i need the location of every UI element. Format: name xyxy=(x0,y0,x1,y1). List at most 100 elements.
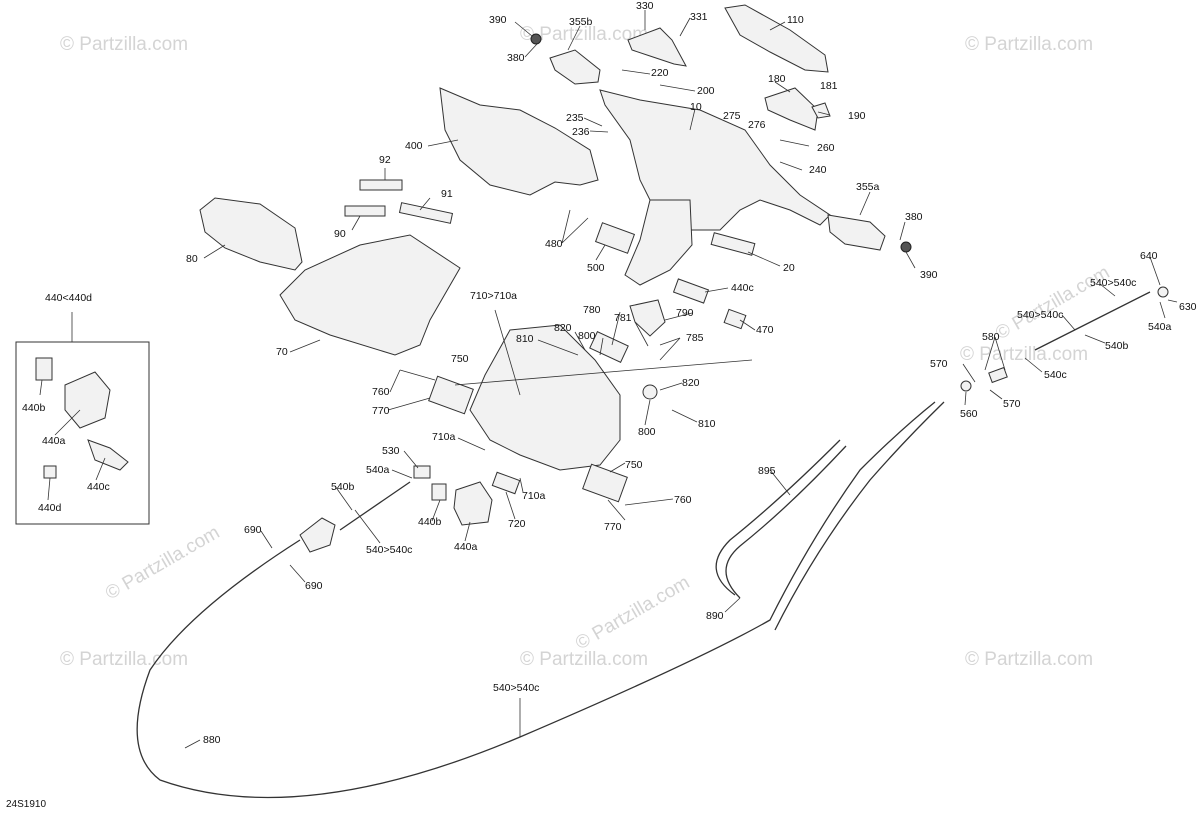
part-drawings xyxy=(15,4,1169,553)
leader-lines xyxy=(39,10,1178,749)
part-330 xyxy=(627,27,687,67)
callout: 800 xyxy=(638,426,656,438)
part-440c-inset xyxy=(87,439,129,471)
watermark: © Partzilla.com xyxy=(572,572,693,654)
callout: 820 xyxy=(682,377,700,389)
callout: 770 xyxy=(604,521,622,533)
callout: 470 xyxy=(756,324,774,336)
callout: 236 xyxy=(572,126,590,138)
watermark-layer: © Partzilla.com © Partzilla.com © Partzi… xyxy=(60,24,1113,670)
part-720 xyxy=(491,471,521,495)
part-750-left xyxy=(428,375,474,415)
callout: 710a xyxy=(432,431,456,443)
callout: 785 xyxy=(686,332,704,344)
part-355b xyxy=(549,49,601,85)
callout: 400 xyxy=(405,140,423,152)
part-580 xyxy=(988,366,1008,384)
callout: 440b xyxy=(418,516,442,528)
callout: 710a xyxy=(522,490,546,502)
callout: 235 xyxy=(566,112,584,124)
part-400 xyxy=(439,87,599,196)
watermark: © Partzilla.com xyxy=(60,34,188,55)
part-750-right xyxy=(582,463,628,503)
callout: 540a xyxy=(1148,321,1172,333)
callout: 760 xyxy=(372,386,390,398)
callout: 440<440d xyxy=(45,292,92,304)
part-20 xyxy=(710,232,756,256)
callout: 640 xyxy=(1140,250,1158,262)
callout: 895 xyxy=(758,465,776,477)
callout: 20 xyxy=(783,262,795,274)
callout: 80 xyxy=(186,253,198,265)
callout: 750 xyxy=(451,353,469,365)
callout: 690 xyxy=(244,524,262,536)
callout: 355b xyxy=(569,16,593,28)
callout: 10 xyxy=(690,101,702,113)
part-690-fitting xyxy=(299,517,336,553)
callout: 540b xyxy=(331,481,355,493)
callout: 190 xyxy=(848,110,866,122)
callout: 580 xyxy=(982,331,1000,343)
part-10-stem xyxy=(624,199,693,286)
part-470 xyxy=(723,308,747,330)
part-10 xyxy=(599,89,831,231)
callout: 800 xyxy=(578,330,596,342)
callout: 90 xyxy=(334,228,346,240)
callout: 380 xyxy=(905,211,923,223)
part-560 xyxy=(960,380,972,392)
part-355a xyxy=(827,214,886,251)
callout: 770 xyxy=(372,405,390,417)
callout: 781 xyxy=(614,312,632,324)
inset-frame xyxy=(15,341,150,525)
watermark: © Partzilla.com xyxy=(102,522,223,604)
callout: 760 xyxy=(674,494,692,506)
callout: 630 xyxy=(1179,301,1197,313)
callout: 750 xyxy=(625,459,643,471)
part-800 xyxy=(642,384,658,400)
callout: 540>540c xyxy=(493,682,539,694)
part-80 xyxy=(199,197,303,271)
callout: 91 xyxy=(441,188,453,200)
callout: 810 xyxy=(698,418,716,430)
part-530 xyxy=(413,465,431,479)
part-70 xyxy=(279,234,461,356)
callout: 530 xyxy=(382,445,400,457)
part-780 xyxy=(589,330,629,364)
callout: 710>710a xyxy=(470,290,517,302)
part-790 xyxy=(629,299,666,337)
part-630 xyxy=(1157,286,1169,298)
watermark: © Partzilla.com xyxy=(992,262,1113,344)
callout: 440a xyxy=(42,435,66,447)
callout: 440c xyxy=(87,481,110,493)
callout: 820 xyxy=(554,322,572,334)
part-91 xyxy=(398,202,454,224)
callout: 390 xyxy=(489,14,507,26)
part-440a-inset xyxy=(64,371,111,429)
callout: 200 xyxy=(697,85,715,97)
watermark: © Partzilla.com xyxy=(520,649,648,670)
part-440c-upper xyxy=(672,278,710,304)
callout: 275 xyxy=(723,110,741,122)
part-500 xyxy=(594,222,636,254)
callout: 180 xyxy=(768,73,786,85)
part-110 xyxy=(724,4,829,73)
callout: 540>540c xyxy=(1017,309,1063,321)
cable-540-main-2 xyxy=(774,401,945,631)
callout: 92 xyxy=(379,154,391,166)
part-390 xyxy=(530,33,542,45)
callout: 440b xyxy=(22,402,46,414)
callout: 540c xyxy=(1044,369,1067,381)
callout: 70 xyxy=(276,346,288,358)
callout: 780 xyxy=(583,304,601,316)
callout: 240 xyxy=(809,164,827,176)
callout-labels: 390 380 355b 330 331 110 220 200 180 181… xyxy=(22,0,1197,746)
diagram-code: 24S1910 xyxy=(6,799,47,810)
callout: 331 xyxy=(690,11,708,23)
part-440a-lower xyxy=(453,481,493,526)
part-92 xyxy=(359,179,403,191)
cable-540-main xyxy=(136,401,936,799)
part-90 xyxy=(344,205,386,217)
cables xyxy=(136,291,1151,799)
callout: 690 xyxy=(305,580,323,592)
